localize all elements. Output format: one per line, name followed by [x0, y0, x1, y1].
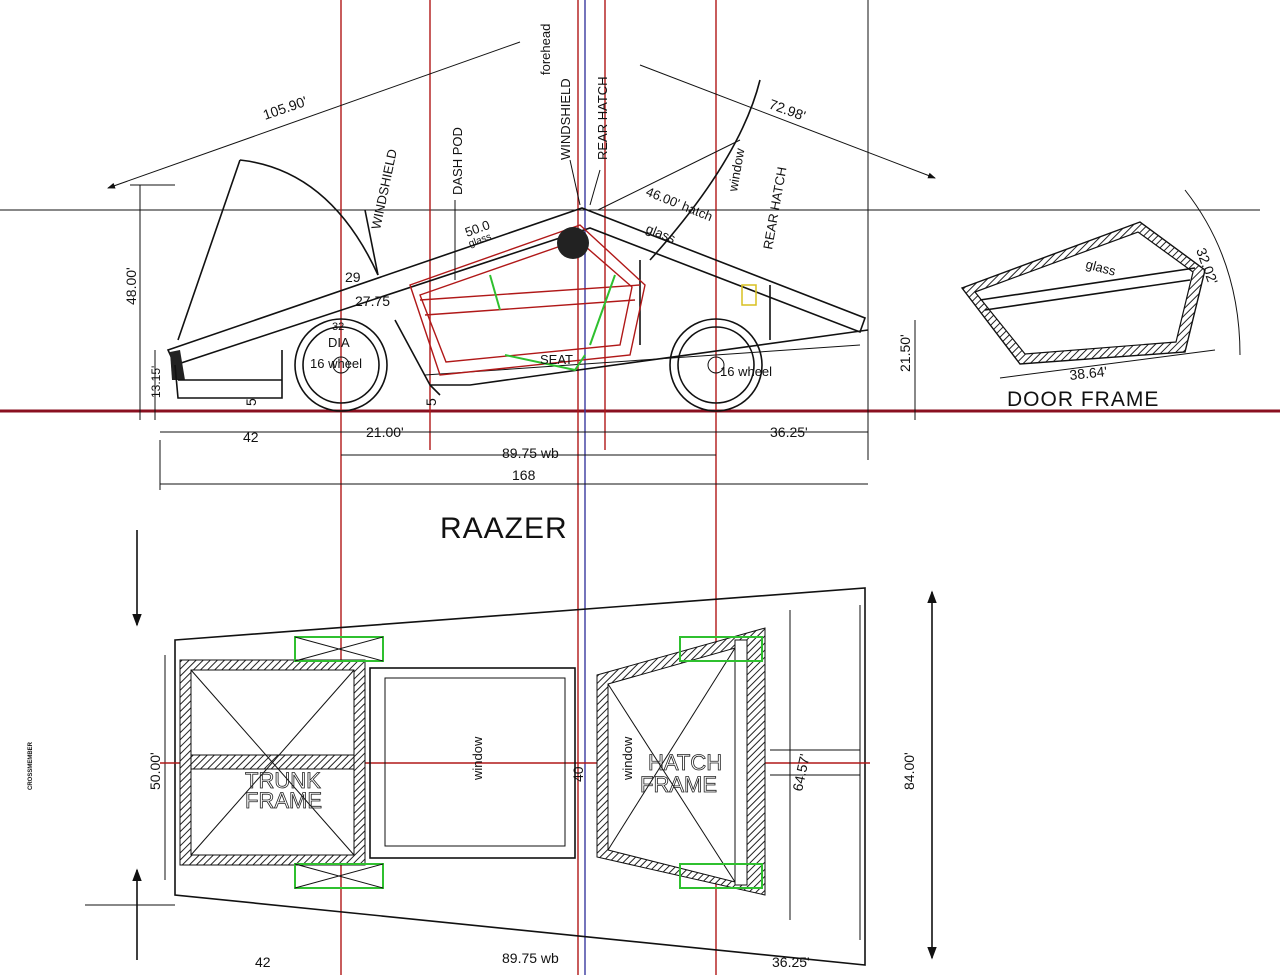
label-hatch-length: 46.00' hatch: [644, 184, 715, 224]
label-seat: SEAT: [540, 352, 573, 367]
front-wheel: [294, 318, 388, 412]
side-dimension-lines: [107, 41, 936, 485]
rear-wheel: [669, 318, 763, 412]
hatch-frame-label-1: HATCH: [648, 750, 722, 775]
side-view-car: [166, 79, 869, 399]
top-dim-wheelbase: 89.75 wb: [502, 950, 559, 966]
window-center-label: window: [470, 736, 485, 781]
dim-front-axle: 21.00': [366, 424, 404, 440]
dim-width-mid: 40: [570, 766, 586, 782]
label-rear-wheel: 16 wheel: [720, 364, 772, 379]
crossmember-note: CROSSMEMBER: [28, 741, 34, 790]
dim-height: 48.00': [123, 267, 139, 305]
door-frame: glass 38.64' 32.02' DOOR FRAME: [960, 189, 1241, 411]
trunk-frame-label-2: FRAME: [245, 788, 322, 813]
hatch-frame-label-2: FRAME: [640, 772, 717, 797]
label-rear-hatch-top: REAR HATCH: [595, 76, 610, 160]
label-windshield: WINDSHIELD: [368, 148, 400, 231]
dim-clearance-mid: 5: [423, 398, 439, 406]
label-front-wheel: 16 wheel: [310, 356, 362, 371]
top-dim-rear-overhang: 36.25': [772, 954, 810, 970]
dim-rear-overhang: 36.25': [770, 424, 808, 440]
top-dim-front-overhang: 42: [255, 954, 271, 970]
dim-front-arc: 105.90': [261, 93, 309, 123]
top-view-car: TRUNK FRAME HATCH FRAME window window 50…: [28, 530, 937, 970]
dim-clearance-front: 5: [243, 398, 259, 406]
side-view-labels: forehead WINDSHIELD REAR HATCH WINDSHIEL…: [123, 24, 913, 483]
trunk-frame-label-1: TRUNK: [245, 768, 321, 793]
label-forehead: forehead: [538, 24, 553, 75]
label-windshield-top: WINDSHIELD: [558, 78, 573, 160]
dim-overall-length: 168: [512, 467, 536, 483]
label-dash-pod: DASH POD: [450, 127, 465, 195]
dim-nose-height: 13.15': [149, 366, 163, 398]
door-frame-title: DOOR FRAME: [1007, 388, 1159, 411]
dim-angle-27: 27.75: [355, 293, 390, 309]
drawing-title: RAAZER: [440, 512, 568, 545]
dim-angle-32: 32: [332, 321, 344, 333]
door-width: 38.64': [1069, 363, 1108, 383]
dim-overall-width: 84.00': [901, 752, 917, 790]
dim-wheelbase: 89.75 wb: [502, 445, 559, 461]
label-rear-hatch: REAR HATCH: [760, 166, 789, 251]
dim-width-rear: 50.00': [147, 752, 163, 790]
dim-angle-29: 29: [345, 269, 361, 285]
dim-width-hatch: 64.57': [789, 752, 812, 792]
label-dia: DIA: [328, 335, 350, 350]
window-hatch-label: window: [620, 736, 635, 781]
dim-rear-arc: 72.98': [767, 96, 808, 124]
dim-front-overhang: 42: [243, 429, 259, 445]
label-glass: glass: [644, 221, 678, 246]
dim-tail-height: 21.50': [897, 334, 913, 372]
